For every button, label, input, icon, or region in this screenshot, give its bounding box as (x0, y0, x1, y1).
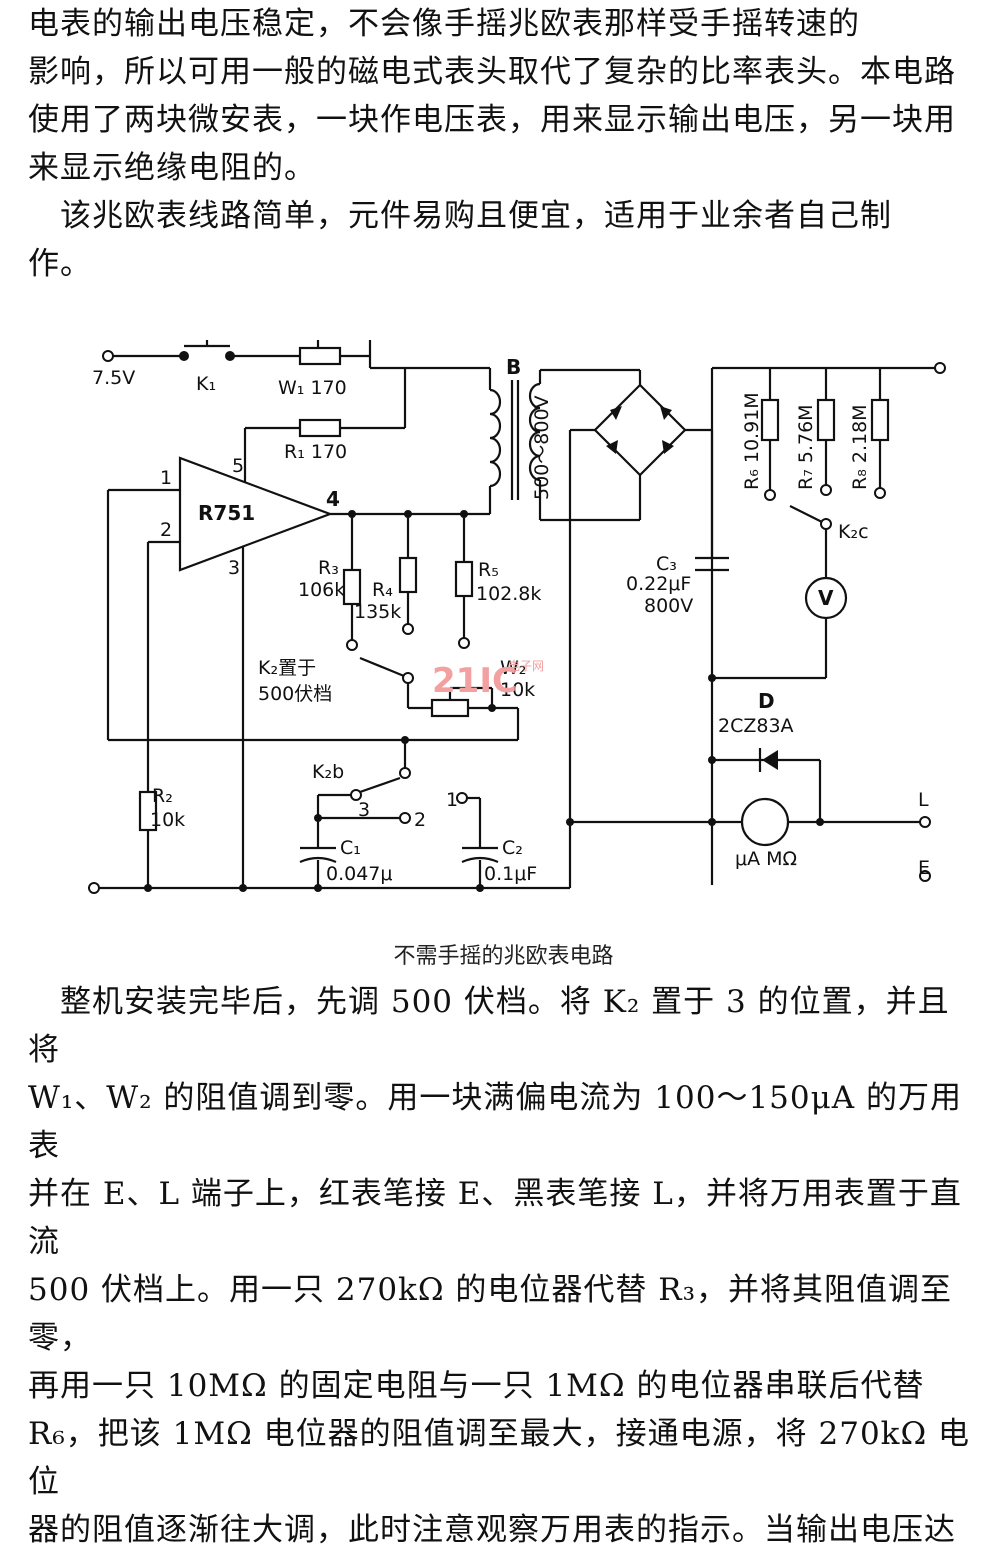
body-text-bottom: 整机安装完毕后，先调 500 伏档。将 K₂ 置于 3 的位置，并且将 W₁、W… (28, 978, 978, 1554)
r6-label: R₆ 10.91M (741, 392, 763, 490)
text-line: 500 伏档上。用一只 270kΩ 的电位器代替 R₃，并将其阻值调至零， (28, 1272, 953, 1356)
terminal-e-label: E (918, 857, 930, 879)
supply-terminal (102, 350, 114, 362)
ground-terminal (88, 882, 100, 894)
text-line: 器的阻值逐渐往大调，此时注意观察万用表的指示。当输出电压达 (28, 1512, 956, 1548)
diode-label: D (758, 689, 775, 713)
pos2-label: 2 (414, 809, 426, 831)
transformer-primary (489, 388, 502, 488)
k2-note-line1: K₂置于 (258, 657, 316, 679)
figure-caption: 不需手摇的兆欧表电路 (393, 944, 614, 969)
diode-type-label: 2CZ83A (718, 715, 794, 737)
opamp-label: R751 (198, 501, 255, 525)
k2b-switch (359, 776, 401, 794)
pin2-label: 2 (160, 519, 172, 541)
body-text-top: 电表的输出电压稳定，不会像手摇兆欧表那样受手摇转速的 影响，所以可用一般的磁电式… (28, 0, 978, 288)
k2a-switch (359, 656, 405, 678)
r8-label: R₈ 2.18M (849, 404, 871, 490)
r7-label: R₇ 5.76M (795, 404, 817, 490)
supply-voltage-label: 7.5V (92, 367, 135, 389)
w2-label: W₂ (500, 657, 526, 679)
k2-note-line2: 500伏档 (258, 683, 332, 705)
watermark-sub: 电子网 (508, 659, 544, 673)
w1-label: W₁ 170 (278, 377, 347, 399)
megohmmeter-circuit-diagram: 7.5V K₁ W₁ 170 R₁ 170 R751 5 1 2 3 4 B 5… (88, 340, 946, 894)
c3-label: C₃ (656, 553, 677, 575)
transformer-secondary (528, 382, 541, 482)
text-line: 并在 E、L 端子上，红表笔接 E、黑表笔接 L，并将万用表置于直流 (28, 1176, 962, 1260)
k1-label: K₁ (196, 373, 216, 395)
w2-potentiometer (430, 698, 470, 718)
c3-voltage: 800V (644, 595, 693, 617)
r5-value: 102.8k (476, 583, 541, 605)
r8-resistor (870, 398, 890, 442)
diode-d (762, 750, 778, 770)
r4-resistor (398, 556, 418, 594)
pos3-label: 3 (358, 799, 370, 821)
r3-resistor (342, 568, 362, 606)
w2-value: 10k (500, 679, 535, 701)
text-line: R₆，把该 1MΩ 电位器的阻值调至最大，接通电源，将 270kΩ 电位 (28, 1416, 971, 1500)
text-line: 整机安装完毕后，先调 500 伏档。将 K₂ 置于 3 的位置，并且将 (28, 984, 950, 1068)
bridge-rectifier (593, 383, 687, 477)
r1-resistor (298, 418, 342, 438)
text-line: 使用了两块微安表，一块作电压表，用来显示输出电压，另一块用 (28, 102, 956, 138)
text-line: 作。 (28, 246, 92, 282)
c2-value: 0.1μF (484, 863, 537, 885)
microammeter (740, 797, 790, 847)
transformer-label: B (506, 355, 521, 379)
secondary-voltage-label: 500～800V (531, 395, 553, 500)
r3-label: R₃ (318, 557, 339, 579)
c3-value: 0.22μF (626, 573, 691, 595)
text-line: 再用一只 10MΩ 的固定电阻与一只 1MΩ 的电位器串联后代替 (28, 1368, 925, 1404)
c1-value: 0.047μ (326, 863, 392, 885)
r4-value: 135k (354, 601, 401, 623)
pos1-label: 1 (446, 789, 458, 811)
pin5-label: 5 (232, 455, 244, 477)
r4-label: R₄ (372, 579, 393, 601)
text-line: 该兆欧表线路简单，元件易购且便宜，适用于业余者自己制 (28, 198, 892, 234)
pin3-label: 3 (228, 557, 240, 579)
terminal-l[interactable] (919, 816, 931, 828)
r2-label: R₂ (152, 785, 173, 807)
microammeter-label: μA MΩ (735, 848, 797, 870)
text-line: 电表的输出电压稳定，不会像手摇兆欧表那样受手摇转速的 (28, 6, 860, 42)
pin1-label: 1 (160, 467, 172, 489)
text-line: W₁、W₂ 的阻值调到零。用一块满偏电流为 100～150μA 的万用表 (28, 1080, 963, 1164)
text-line: 影响，所以可用一般的磁电式表头取代了复杂的比率表头。本电路 (28, 54, 956, 90)
pin4-label: 4 (326, 487, 340, 511)
voltmeter-label: V (818, 586, 834, 610)
terminal-e[interactable] (919, 870, 931, 882)
r5-resistor (454, 560, 474, 598)
c1-label: C₁ (340, 837, 361, 859)
r5-label: R₅ (478, 559, 499, 581)
opamp-r751 (178, 456, 334, 572)
r2-value: 10k (150, 809, 185, 831)
watermark-logo: 21IC (432, 661, 517, 701)
k2c-label: K₂c (838, 521, 869, 543)
r3-value: 106k (298, 579, 345, 601)
k2b-label: K₂b (312, 761, 344, 783)
w1-potentiometer (298, 346, 342, 366)
r6-resistor (760, 398, 780, 442)
r1-label: R₁ 170 (284, 441, 347, 463)
c2-label: C₂ (502, 837, 523, 859)
text-line: 来显示绝缘电阻的。 (28, 150, 316, 186)
terminal-l-label: L (918, 789, 929, 811)
r7-resistor (816, 398, 836, 442)
